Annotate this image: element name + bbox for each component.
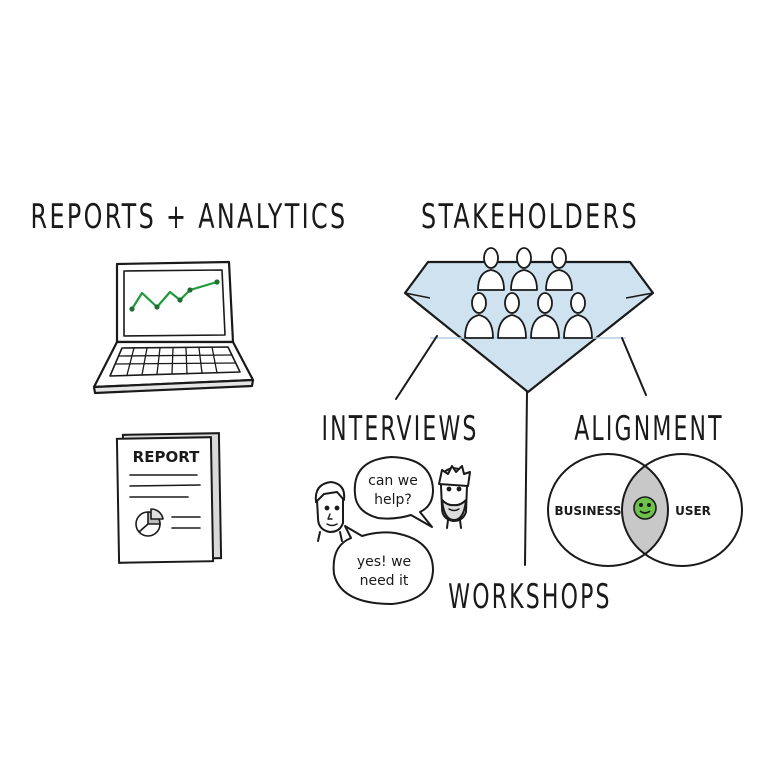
reports-analytics-title: REPORTS + ANALYTICS bbox=[31, 198, 348, 237]
left-person-icon bbox=[314, 481, 346, 542]
venn-business-circle bbox=[547, 453, 669, 567]
pie-chart-icon bbox=[135, 508, 164, 537]
speech-bubble-question: can we help? bbox=[353, 456, 434, 528]
venn-business-label: BUSINESS bbox=[555, 504, 622, 518]
report-heading: REPORT bbox=[133, 448, 200, 466]
keyboard-grid bbox=[115, 346, 237, 376]
venn-user-label: USER bbox=[675, 504, 711, 518]
report-text-lines bbox=[129, 474, 201, 529]
answer-line1: yes! we bbox=[357, 554, 411, 570]
laptop-icon bbox=[92, 260, 255, 395]
stakeholders-funnel bbox=[395, 247, 655, 566]
answer-line2: need it bbox=[360, 573, 409, 589]
alignment-title: ALIGNMENT bbox=[574, 409, 724, 448]
audience-people-icons bbox=[464, 247, 593, 339]
workshops-title: WORKSHOPS bbox=[448, 577, 611, 616]
funnel-connectors bbox=[395, 335, 647, 566]
speech-bubble-answer: yes! we need it bbox=[332, 525, 434, 605]
stakeholders-title: STAKEHOLDERS bbox=[421, 198, 639, 237]
interviews-title: INTERVIEWS bbox=[321, 409, 478, 448]
smiley-icon bbox=[633, 496, 657, 520]
report-document: REPORT bbox=[115, 432, 223, 564]
question-line1: can we bbox=[368, 473, 418, 489]
interviews-illustration: can we help? yes! we need it bbox=[314, 456, 471, 605]
venn-user-circle bbox=[621, 453, 743, 567]
right-person-icon bbox=[438, 465, 471, 529]
question-line2: help? bbox=[374, 492, 412, 508]
screen-chart-points bbox=[129, 279, 220, 312]
venn-overlap bbox=[622, 454, 668, 566]
alignment-venn-diagram: BUSINESS USER bbox=[547, 453, 743, 567]
